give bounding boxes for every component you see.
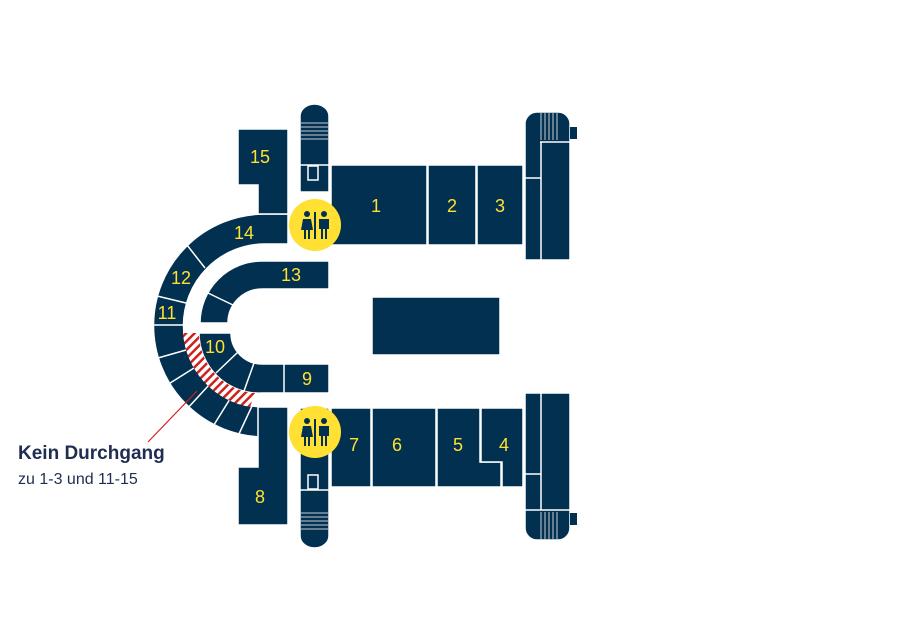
room-label-10: 10 — [205, 337, 225, 357]
room-label-9: 9 — [302, 369, 312, 389]
room-label-2: 2 — [447, 196, 457, 216]
room-label-6: 6 — [392, 435, 402, 455]
room-13[interactable] — [199, 260, 330, 324]
room-label-4: 4 — [499, 435, 509, 455]
room-8[interactable] — [237, 406, 289, 526]
stairs-top — [299, 103, 330, 193]
stairs-icon — [540, 113, 558, 140]
room-label-13: 13 — [281, 265, 301, 285]
room-10[interactable] — [198, 332, 330, 394]
room-3[interactable] — [476, 164, 524, 246]
room-label-15: 15 — [250, 147, 270, 167]
room-label-5: 5 — [453, 435, 463, 455]
no-passage-title: Kein Durchgang — [18, 443, 165, 464]
outer-ring-dividers — [154, 244, 253, 437]
stairs-icon — [301, 512, 328, 530]
stairs-right-top — [524, 111, 577, 261]
center-block — [371, 296, 501, 356]
room-dividers — [215, 351, 285, 393]
room-label-12: 12 — [171, 268, 191, 288]
room-4[interactable] — [480, 407, 524, 488]
room-label-3: 3 — [495, 196, 505, 216]
restroom-icon[interactable] — [289, 199, 341, 251]
elevator-icon — [307, 165, 319, 181]
room-label-8: 8 — [255, 487, 265, 507]
pointer-line — [147, 390, 198, 443]
room-label-7: 7 — [349, 435, 359, 455]
room-label-14: 14 — [234, 223, 254, 243]
stairs-right-bottom — [524, 392, 577, 541]
room-2[interactable] — [427, 164, 477, 246]
no-passage-subtitle: zu 1-3 und 11-15 — [18, 471, 138, 488]
stairs-icon — [301, 122, 328, 140]
restroom-icon[interactable] — [289, 406, 341, 458]
room-label-11: 11 — [158, 303, 177, 323]
room-6[interactable] — [371, 407, 437, 488]
room-15[interactable] — [237, 128, 289, 215]
room-divider — [207, 292, 236, 307]
room-label-1: 1 — [371, 196, 381, 216]
stairs-icon — [540, 512, 558, 539]
elevator-icon — [307, 474, 319, 490]
no-passage-area — [183, 333, 255, 407]
